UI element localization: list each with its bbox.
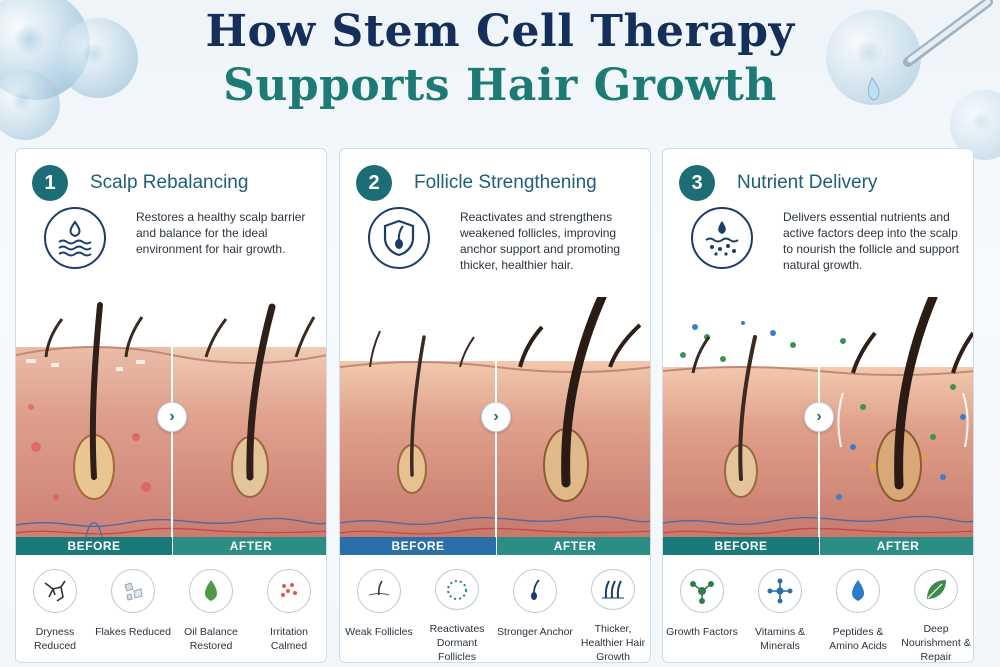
step-number-badge: 3 <box>679 165 715 201</box>
benefit-item: Stronger Anchor <box>497 569 573 662</box>
benefit-item: Weak Follicles <box>341 569 417 662</box>
benefit-label: Thicker, Healthier Hair Growth <box>580 623 646 663</box>
molecule-icon <box>680 569 724 613</box>
benefit-label: Oil Balance Restored <box>184 626 238 652</box>
weak-follicle-icon <box>357 569 401 613</box>
benefit-item: Peptides & Amino Acids <box>820 569 896 662</box>
step-number-badge: 1 <box>32 165 68 201</box>
panel-description: Restores a healthy scalp barrier and bal… <box>136 210 306 256</box>
benefit-label: Weak Follicles <box>345 626 413 638</box>
benefit-label: Stronger Anchor <box>497 626 573 638</box>
dotted-ring-icon <box>435 569 479 610</box>
benefit-item: Dryness Reduced <box>17 569 93 662</box>
network-icon <box>758 569 802 613</box>
after-label: AFTER <box>173 537 326 555</box>
panel-nutrient-delivery: 3 Nutrient Delivery Delivers essential n… <box>662 148 974 663</box>
calm-dots-icon <box>267 569 311 613</box>
benefit-item: Irritation Calmed <box>251 569 326 662</box>
oil-drop-icon <box>189 569 233 613</box>
nutrient-before-after-illustration <box>663 297 973 541</box>
anchor-follicle-icon <box>513 569 557 613</box>
before-label: BEFORE <box>663 537 819 555</box>
panel-title: Follicle Strengthening <box>414 172 597 193</box>
stem-cell-illustration <box>58 18 138 98</box>
benefit-label: Reactivates Dormant Follicles <box>429 623 485 663</box>
stem-cell-illustration <box>826 10 921 105</box>
dropper-icon <box>867 0 993 101</box>
benefit-item: Growth Factors <box>664 569 740 662</box>
page-title: How Stem Cell Therapy <box>205 6 795 57</box>
cracked-skin-icon <box>33 569 77 613</box>
benefit-label: Deep Nourishment & Repair <box>901 623 971 663</box>
droplet-waves-icon <box>44 207 106 269</box>
before-label: BEFORE <box>16 537 172 555</box>
page-subtitle: Supports Hair Growth <box>223 60 777 111</box>
benefit-item: Flakes Reduced <box>95 569 171 662</box>
benefit-label: Dryness Reduced <box>33 626 77 652</box>
panel-title: Nutrient Delivery <box>737 172 878 193</box>
chevron-right-icon: › <box>804 402 834 432</box>
nutrient-drop-icon <box>691 207 753 269</box>
scalp-before-after-illustration <box>16 297 326 541</box>
after-label: AFTER <box>497 537 650 555</box>
flakes-icon <box>111 569 155 613</box>
after-label: AFTER <box>820 537 973 555</box>
shield-follicle-icon <box>368 207 430 269</box>
benefit-label: Peptides & Amino Acids <box>829 626 887 652</box>
leaf-icon <box>914 569 958 610</box>
benefit-label: Growth Factors <box>666 626 738 638</box>
benefit-item: Deep Nourishment & Repair <box>898 569 973 663</box>
panel-scalp-rebalancing: 1 Scalp Rebalancing Restores a healthy s… <box>15 148 327 663</box>
before-label: BEFORE <box>340 537 496 555</box>
benefit-item: Vitamins & Minerals <box>742 569 818 662</box>
stem-cell-illustration <box>0 70 60 140</box>
hair-strands-icon <box>591 569 635 610</box>
panel-follicle-strengthening: 2 Follicle Strengthening Reactivates and… <box>339 148 651 663</box>
benefit-label: Irritation Calmed <box>270 626 308 652</box>
benefit-item: Thicker, Healthier Hair Growth <box>575 569 650 663</box>
blue-drop-icon <box>836 569 880 613</box>
follicle-before-after-illustration <box>340 297 650 541</box>
benefit-item: Oil Balance Restored <box>173 569 249 662</box>
benefit-label: Vitamins & Minerals <box>755 626 805 652</box>
panel-description: Delivers essential nutrients and active … <box>783 210 960 272</box>
panel-description: Reactivates and strengthens weakened fol… <box>460 210 621 272</box>
benefit-label: Flakes Reduced <box>95 626 171 638</box>
benefit-item: Reactivates Dormant Follicles <box>419 569 495 663</box>
panel-title: Scalp Rebalancing <box>90 172 249 193</box>
step-number-badge: 2 <box>356 165 392 201</box>
chevron-right-icon: › <box>157 402 187 432</box>
chevron-right-icon: › <box>481 402 511 432</box>
